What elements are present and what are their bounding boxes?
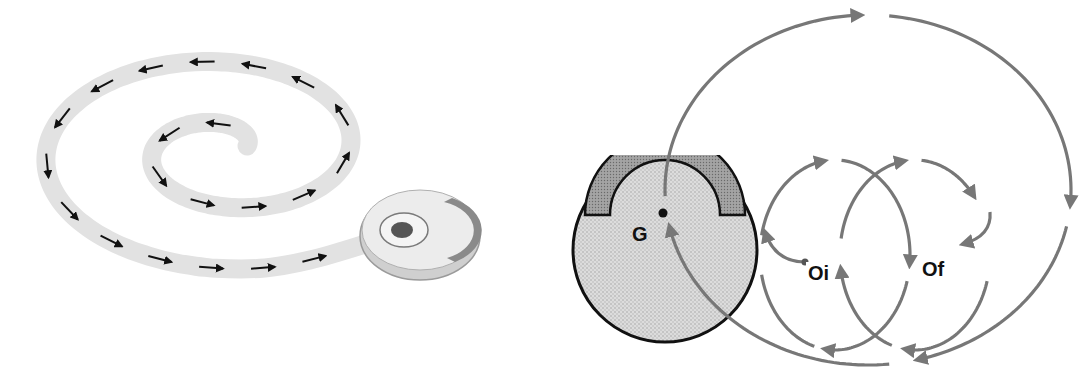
direction-arrow: [199, 267, 223, 269]
spiral-band: [46, 62, 362, 269]
direction-arrow: [336, 105, 349, 125]
trajectory-arc: [842, 160, 910, 265]
trajectory-arc: [905, 281, 988, 350]
direction-arrow: [92, 80, 113, 91]
trajectory-arc: [669, 226, 889, 365]
trajectory-arc: [765, 232, 805, 262]
trajectory-arc: [762, 275, 815, 347]
direction-arrow: [242, 206, 266, 208]
direction-arrow: [160, 128, 180, 141]
direction-arrow: [153, 166, 167, 185]
robot-disc: [360, 190, 482, 280]
direction-arrow: [251, 267, 275, 269]
direction-arrow: [293, 190, 315, 199]
direction-arrow: [302, 256, 325, 262]
direction-arrow: [101, 236, 122, 247]
trajectory-arc: [841, 161, 904, 239]
trajectory-arc: [917, 226, 1066, 359]
direction-arrow: [139, 65, 162, 70]
direction-arrow: [191, 199, 214, 205]
point-label: Oi: [806, 262, 831, 284]
direction-arrow: [207, 122, 231, 125]
direction-arrow: [293, 77, 314, 88]
trajectory-arc: [841, 268, 892, 345]
center-point: [659, 209, 668, 218]
trajectory-arc: [665, 15, 861, 196]
point-label: G: [632, 224, 648, 244]
direction-arrow: [148, 256, 171, 262]
direction-arrow: [191, 61, 215, 64]
direction-arrow: [61, 202, 77, 219]
direction-arrow: [46, 154, 48, 178]
trajectory-arc: [825, 281, 908, 350]
direction-arrow: [243, 64, 267, 68]
direction-arrow: [55, 108, 70, 127]
trajectory-arc: [922, 160, 975, 196]
direction-arrow: [337, 153, 349, 173]
trajectory-arc: [762, 161, 825, 235]
point-label: Of: [920, 258, 946, 280]
trajectory-arc: [963, 212, 990, 244]
trajectory-arc: [889, 16, 1071, 205]
